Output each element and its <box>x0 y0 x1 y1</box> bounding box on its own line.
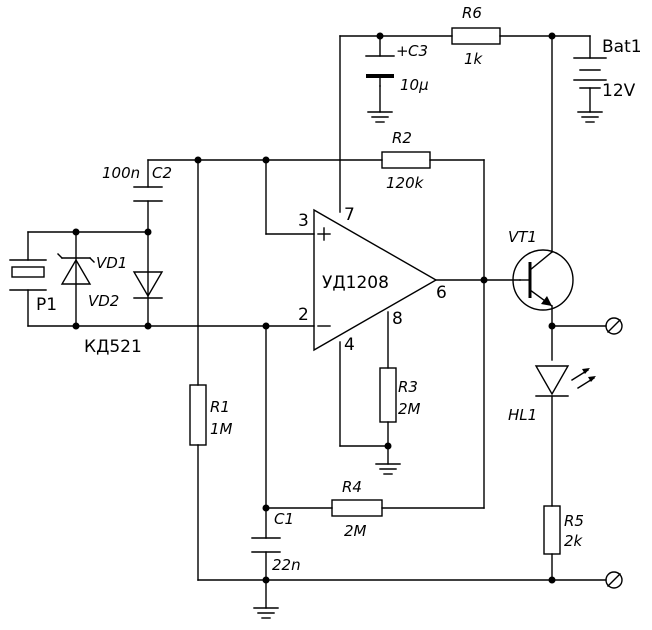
junction-dots <box>72 32 556 584</box>
resistor-r5 <box>543 505 561 555</box>
output-terminal-bottom <box>605 571 623 589</box>
opamp-pin-8: 8 <box>392 309 403 329</box>
resistor-r1 <box>189 384 207 446</box>
capacitor-c1 <box>251 537 281 553</box>
c3-polarity: + <box>396 42 409 60</box>
capacitor-c2 <box>133 186 163 202</box>
c3-value: 10µ <box>400 76 429 94</box>
r2-value: 120k <box>386 174 425 192</box>
opamp-pin-3: 3 <box>298 211 309 231</box>
ground-symbols <box>253 111 603 619</box>
resistor-r2 <box>381 151 431 169</box>
vt1-ref: VT1 <box>508 228 537 246</box>
c1-value: 22n <box>272 556 301 574</box>
opamp-pin-7: 7 <box>344 205 355 225</box>
r4-value: 2M <box>344 522 367 540</box>
r1-ref: R1 <box>210 398 230 416</box>
opamp-name: УД1208 <box>322 273 389 293</box>
diode-vd1 <box>57 253 95 285</box>
resistor-r3 <box>379 367 397 423</box>
led-hl1 <box>534 365 596 397</box>
piezo-p1 <box>9 259 47 291</box>
r6-value: 1k <box>464 50 484 68</box>
transistor-vt1 <box>512 249 574 311</box>
r1-value: 1M <box>210 420 233 438</box>
capacitor-c3 <box>365 55 395 87</box>
output-terminal-top <box>605 317 623 335</box>
wires <box>27 35 607 609</box>
vd1-ref: VD1 <box>96 254 127 272</box>
bat1-ref: Bat1 <box>602 37 642 57</box>
vd2-ref: VD2 <box>88 292 119 310</box>
r2-ref: R2 <box>392 129 412 147</box>
c3-ref: C3 <box>408 42 428 60</box>
diode-type: КД521 <box>84 337 142 357</box>
r4-ref: R4 <box>342 478 362 496</box>
r6-ref: R6 <box>462 4 482 22</box>
resistor-r6 <box>451 27 501 45</box>
bat1-value: 12V <box>602 81 636 101</box>
hl1-ref: HL1 <box>508 406 537 424</box>
diode-vd2 <box>132 271 164 299</box>
r3-ref: R3 <box>398 378 418 396</box>
battery-bat1 <box>573 57 607 89</box>
opamp-pin-6: 6 <box>436 283 447 303</box>
c2-value: 100n <box>102 164 140 182</box>
resistor-r4 <box>331 499 383 517</box>
opamp <box>313 208 438 352</box>
c2-ref: C2 <box>152 164 172 182</box>
opamp-pin-2: 2 <box>298 305 309 325</box>
opamp-pin-4: 4 <box>344 335 355 355</box>
r3-value: 2M <box>398 400 421 418</box>
c1-ref: C1 <box>274 510 294 528</box>
r5-ref: R5 <box>564 512 584 530</box>
r5-value: 2k <box>564 532 584 550</box>
p1-ref: P1 <box>36 295 57 315</box>
